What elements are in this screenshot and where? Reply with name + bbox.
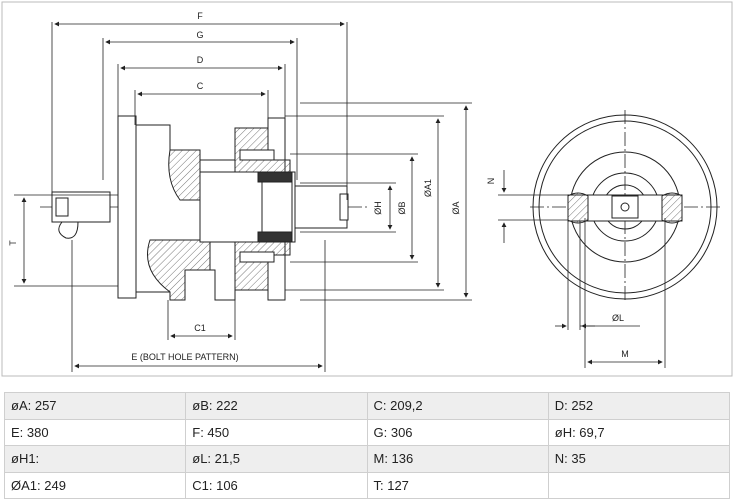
spec-cell: øH1: <box>3 445 187 473</box>
specifications-table: øA: 257 øB: 222 C: 209,2 D: 252 E: 380 F… <box>3 392 731 499</box>
spec-cell: T: 127 <box>366 471 549 499</box>
spec-cell: E: 380 <box>3 418 187 446</box>
dim-label-l: ØL <box>612 313 624 323</box>
dim-label-b: ØB <box>397 201 407 214</box>
front-view <box>498 110 720 368</box>
spec-cell: D: 252 <box>547 392 731 420</box>
dim-label-d: D <box>197 55 204 65</box>
spec-cell: C1: 106 <box>185 471 368 499</box>
dim-label-c1: C1 <box>194 323 206 333</box>
spec-cell: øA: 257 <box>3 392 187 420</box>
dim-label-a1: ØA1 <box>423 179 433 197</box>
dim-label-c: C <box>197 81 204 91</box>
dim-label-t: T <box>8 240 18 246</box>
spec-cell: F: 450 <box>185 418 368 446</box>
dim-label-a: ØA <box>451 201 461 214</box>
spec-cell: G: 306 <box>366 418 549 446</box>
spec-cell: C: 209,2 <box>366 392 549 420</box>
spec-cell: ØA1: 249 <box>3 471 187 499</box>
spec-cell: øB: 222 <box>185 392 368 420</box>
table-row: øA: 257 øB: 222 C: 209,2 D: 252 <box>3 392 731 420</box>
table-row: øH1: øL: 21,5 M: 136 N: 35 <box>3 445 731 473</box>
spec-cell: øH: 69,7 <box>547 418 731 446</box>
dim-label-h: ØH <box>373 201 383 215</box>
dimension-labels: F G D C C1 E (BOLT HOLE PATTERN) T ØH ØB… <box>8 11 629 362</box>
spec-cell: N: 35 <box>547 445 731 473</box>
dim-label-f: F <box>197 11 203 21</box>
dim-label-g: G <box>196 30 203 40</box>
spec-cell: øL: 21,5 <box>185 445 368 473</box>
side-section-view <box>40 115 370 301</box>
dim-label-m: M <box>621 349 629 359</box>
vertical-dimensions <box>14 102 472 301</box>
spec-cell: M: 136 <box>366 445 549 473</box>
dim-label-n: N <box>486 178 496 185</box>
technical-drawing: F G D C C1 E (BOLT HOLE PATTERN) T ØH ØB… <box>1 1 733 377</box>
table-row: E: 380 F: 450 G: 306 øH: 69,7 <box>3 418 731 446</box>
spec-cell <box>547 471 731 499</box>
dim-label-e: E (BOLT HOLE PATTERN) <box>131 352 238 362</box>
table-row: ØA1: 249 C1: 106 T: 127 <box>3 471 731 499</box>
drawing-frame <box>1 1 733 377</box>
